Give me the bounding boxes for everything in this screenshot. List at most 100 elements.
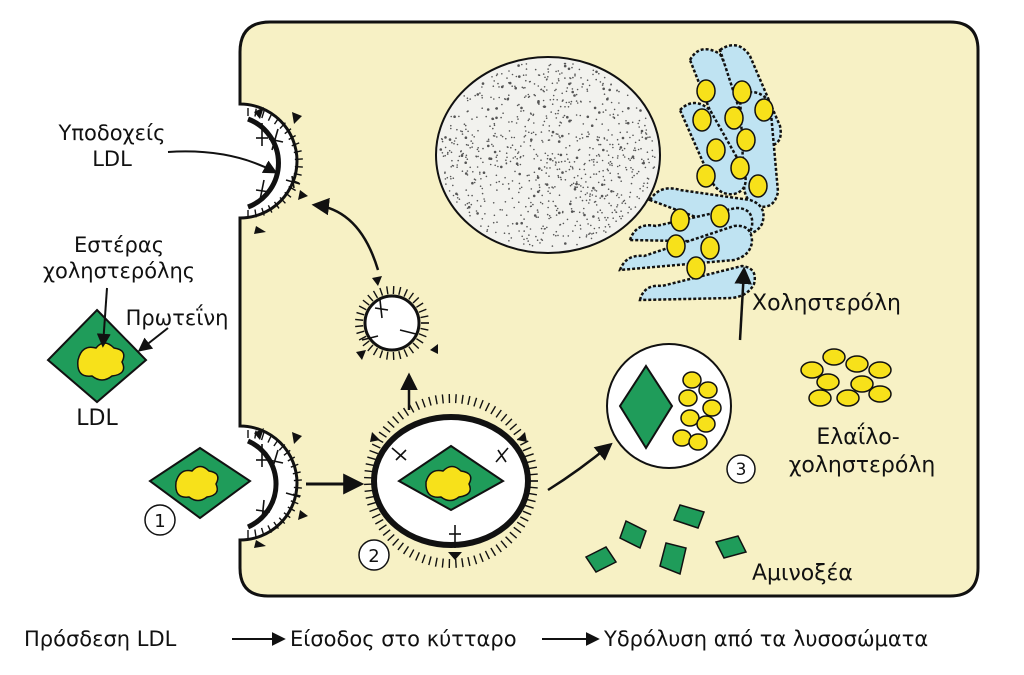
chromatin-dot	[621, 136, 625, 140]
chromatin-dot	[642, 190, 644, 192]
chromatin-dot	[567, 235, 570, 237]
chromatin-dot	[637, 122, 639, 125]
chromatin-dot	[565, 147, 567, 149]
chromatin-dot	[607, 188, 610, 190]
clathrin-bristle	[356, 311, 365, 316]
chromatin-dot	[496, 154, 498, 157]
chromatin-dot	[515, 122, 518, 124]
chromatin-dot	[517, 118, 519, 120]
chromatin-dot	[477, 155, 479, 158]
clathrin-bristle	[254, 209, 257, 218]
chromatin-dot	[547, 206, 549, 209]
chromatin-dot	[546, 89, 548, 91]
chromatin-dot	[597, 139, 600, 141]
chromatin-dot	[617, 114, 619, 116]
chromatin-dot	[626, 131, 628, 133]
chromatin-dot	[545, 117, 548, 119]
clathrin-bristle	[290, 463, 299, 468]
chromatin-dot	[499, 208, 502, 211]
chromatin-dot	[538, 186, 541, 189]
chromatin-dot	[529, 228, 532, 230]
chromatin-dot	[634, 141, 637, 144]
clathrin-bristle	[509, 531, 518, 539]
chromatin-dot	[513, 206, 515, 209]
chromatin-dot	[548, 217, 550, 220]
clathrin-bristle	[467, 395, 471, 406]
chromatin-dot	[517, 64, 520, 67]
chromatin-dot	[651, 155, 654, 158]
chromatin-dot	[555, 117, 558, 119]
chromatin-dot	[557, 133, 559, 135]
clathrin-bristle	[473, 397, 478, 407]
chromatin-dot	[439, 148, 442, 151]
chromatin-dot	[555, 161, 557, 163]
chromatin-dot	[511, 85, 513, 87]
chromatin-dot	[458, 198, 461, 200]
chromatin-dot	[557, 112, 559, 115]
chromatin-dot	[612, 146, 614, 149]
chromatin-dot	[609, 143, 611, 146]
chromatin-dot	[652, 167, 655, 169]
chromatin-dot	[617, 143, 620, 146]
chromatin-dot	[593, 201, 596, 203]
chromatin-dot	[517, 164, 519, 166]
chromatin-dot	[546, 167, 548, 169]
chromatin-dot	[467, 144, 470, 146]
chromatin-dot	[533, 122, 535, 124]
chromatin-dot	[630, 208, 632, 210]
chromatin-dot	[597, 181, 600, 184]
chromatin-dot	[518, 103, 520, 106]
chromatin-dot	[481, 82, 485, 85]
chromatin-dot	[444, 146, 447, 149]
chromatin-dot	[496, 136, 498, 138]
chromatin-dot	[642, 160, 645, 162]
clathrin-bristle	[367, 456, 377, 461]
clathrin-bristle	[412, 342, 420, 350]
chromatin-dot	[546, 162, 548, 164]
chromatin-dot	[523, 141, 525, 143]
chromatin-dot	[631, 121, 634, 124]
coated-pit-upper	[247, 107, 308, 234]
chromatin-dot	[536, 239, 539, 241]
chromatin-dot	[593, 173, 595, 175]
chromatin-dot	[471, 181, 474, 185]
clathrin-bristle	[505, 536, 513, 544]
chromatin-dot	[504, 201, 507, 203]
clathrin-bristle	[371, 513, 381, 519]
chromatin-dot	[528, 179, 531, 182]
chromatin-dot	[632, 134, 634, 137]
chromatin-dot	[476, 148, 479, 151]
chromatin-dot	[521, 63, 523, 66]
chromatin-dot	[514, 148, 517, 151]
chromatin-dot	[504, 98, 507, 101]
chromatin-dot	[623, 199, 626, 202]
chromatin-dot	[469, 166, 472, 169]
chromatin-dot	[450, 124, 452, 127]
chromatin-dot	[571, 88, 574, 90]
chromatin-dot	[607, 154, 610, 156]
chromatin-dot	[570, 200, 572, 203]
step-marker-3: 3	[726, 454, 756, 484]
clathrin-bristle	[279, 122, 286, 130]
chromatin-dot	[641, 158, 643, 161]
chromatin-dot	[453, 140, 456, 142]
chromatin-dot	[516, 157, 518, 160]
chromatin-dot	[577, 175, 579, 177]
chromatin-dot	[552, 98, 555, 101]
chromatin-dot	[637, 148, 640, 151]
chromatin-dot	[543, 120, 546, 123]
chromatin-dot	[580, 185, 582, 187]
chromatin-dot	[525, 68, 528, 70]
chromatin-dot	[535, 235, 537, 238]
chromatin-dot	[451, 141, 453, 144]
chromatin-dot	[586, 115, 590, 119]
chromatin-dot	[501, 135, 504, 138]
chromatin-dot	[601, 183, 604, 186]
chromatin-dot	[643, 162, 645, 165]
arrow-vesicle-to-membrane	[311, 197, 380, 271]
chromatin-dot	[555, 88, 557, 91]
chromatin-dot	[476, 93, 480, 96]
chromatin-dot	[568, 133, 570, 135]
clathrin-bristle	[441, 558, 444, 568]
chromatin-dot	[564, 77, 566, 79]
